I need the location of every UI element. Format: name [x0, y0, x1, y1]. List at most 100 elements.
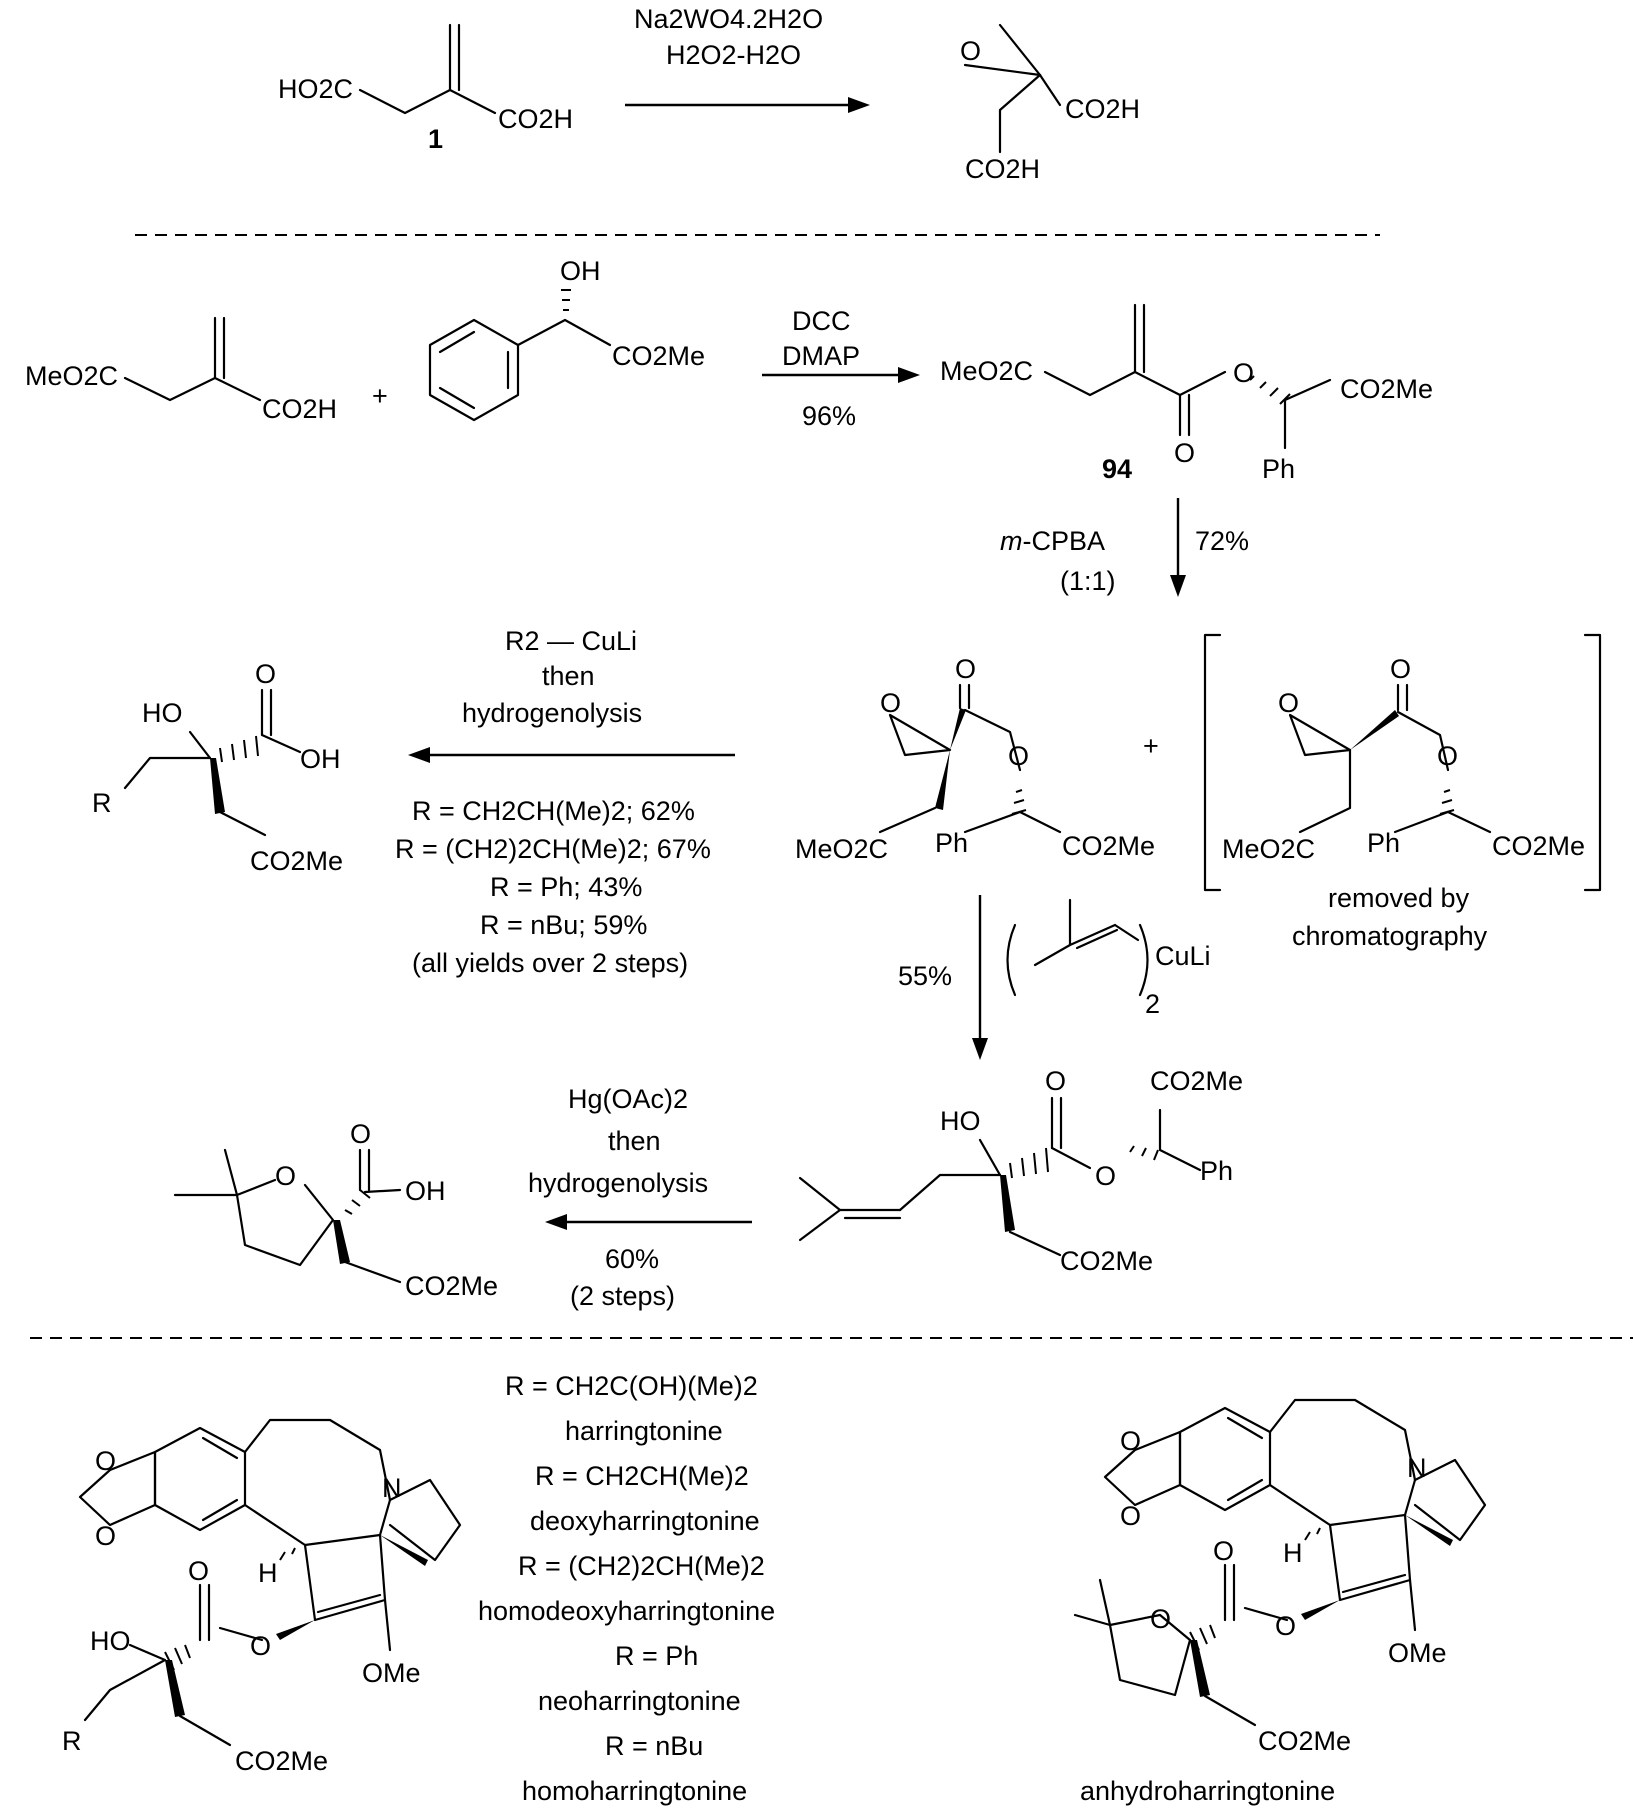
reaction-1-reagent-1: Na2WO4.2H2O	[634, 4, 823, 34]
cyclization-yield: 60%	[605, 1244, 659, 1274]
harringtonine-ester: CO2Me	[235, 1746, 328, 1776]
hydroxy-acid-ester: CO2Me	[250, 846, 343, 876]
epoxidation-reagent-suffix: -CPBA	[1023, 526, 1106, 556]
legend-line-6: homodeoxyharringtonine	[478, 1596, 775, 1626]
major-epoxide-structure: O O O MeO2C Ph CO2Me	[795, 654, 1155, 864]
product-acid-2: CO2H	[965, 154, 1040, 184]
cuprate-opening-arrow	[408, 747, 735, 763]
minor-ester-right: CO2Me	[1492, 831, 1585, 861]
major-ester-right: CO2Me	[1062, 831, 1155, 861]
diester-left-label: MeO2C	[940, 356, 1033, 386]
anhydro-ome: OMe	[1388, 1638, 1447, 1668]
itaconic-acid-structure: HO2C CO2H 1	[278, 23, 573, 154]
major-carbonyl-o: O	[955, 654, 976, 684]
prenyl-adduct-ester-bottom: CO2Me	[1060, 1246, 1153, 1276]
product-acid-1: CO2H	[1065, 94, 1140, 124]
legend-line-4: deoxyharringtonine	[530, 1506, 760, 1536]
epoxide-acid-structure: O CO2H CO2H	[960, 23, 1140, 184]
prenyl-adduct-o: O	[1045, 1066, 1066, 1096]
diester-94-structure: MeO2C O O CO2Me Ph 94	[940, 303, 1433, 484]
cyclization-steps: (2 steps)	[570, 1281, 675, 1311]
major-ph: Ph	[935, 828, 968, 858]
monoester-acid-structure: MeO2C CO2H	[25, 316, 337, 424]
cuprate-condition-4: R = nBu; 59%	[480, 910, 647, 940]
cuprate-condition-5: (all yields over 2 steps)	[412, 948, 688, 978]
harringtonine-ester-o: O	[250, 1631, 271, 1661]
cuprate-condition-1: R = CH2CH(Me)2; 62%	[412, 796, 695, 826]
prenyl-adduct-ph: Ph	[1200, 1156, 1233, 1186]
harringtonine-o-top: O	[95, 1446, 116, 1476]
thf-acid-structure: O O OH CO2Me	[173, 1119, 498, 1301]
epoxidation-step: m-CPBA (1:1) 72% O O O MeO2C Ph CO2Me +	[795, 498, 1602, 951]
sm-right-label: CO2H	[498, 104, 573, 134]
legend-line-7: R = Ph	[615, 1641, 698, 1671]
diester-right-label: CO2Me	[1340, 374, 1433, 404]
reaction-2-plus: +	[372, 381, 388, 411]
minor-ester-left: MeO2C	[1222, 834, 1315, 864]
epoxidation-yield: 72%	[1195, 526, 1249, 556]
reaction-2: MeO2C CO2H + OH CO2Me DCC DMAP 96% MeO2C…	[25, 256, 1433, 484]
compound-1-label: 1	[428, 124, 443, 154]
monoester-acid-label: CO2H	[262, 394, 337, 424]
reaction-1-arrow	[625, 97, 870, 113]
minor-ester-o: O	[1437, 741, 1458, 771]
major-ester-o: O	[1008, 741, 1029, 771]
hydroxy-acid-ho: HO	[142, 698, 183, 728]
cuprate-reagent-3: hydrogenolysis	[462, 698, 642, 728]
harringtonine-carbonyl-o: O	[188, 1556, 209, 1586]
methyl-mandelate-structure: OH CO2Me	[428, 256, 705, 422]
cyclization-step: Hg(OAc)2 then hydrogenolysis 60% (2 step…	[173, 1084, 752, 1311]
harringtonine-ome: OMe	[362, 1658, 421, 1688]
epoxidation-ratio: (1:1)	[1060, 566, 1116, 596]
thf-ring-o: O	[275, 1161, 296, 1191]
legend-line-2: harringtonine	[565, 1416, 723, 1446]
legend-line-5: R = (CH2)2CH(Me)2	[518, 1551, 765, 1581]
harringtonine-structure: O O N H O HO O OMe R CO2Me	[62, 1418, 462, 1776]
legend-line-1: R = CH2C(OH)(Me)2	[505, 1371, 758, 1401]
mandelate-oh-label: OH	[560, 256, 601, 286]
hydroxy-acid-oh: OH	[300, 744, 341, 774]
diester-carbonyl-o-label: O	[1174, 438, 1195, 468]
thf-ester: CO2Me	[405, 1271, 498, 1301]
anhydroharringtonine-name: anhydroharringtonine	[1080, 1776, 1335, 1806]
anhydro-h: H	[1283, 1538, 1303, 1568]
cyclization-arrow	[545, 1214, 752, 1230]
cyclization-reagent-1: Hg(OAc)2	[568, 1084, 688, 1114]
anhydro-o-top: O	[1120, 1426, 1141, 1456]
cuprate-reagent-1: R2 — CuLi	[505, 626, 637, 656]
hydroxy-acid-structure: HO O OH R CO2Me	[92, 659, 343, 876]
minor-carbonyl-o: O	[1390, 654, 1411, 684]
harringtonine-n: N	[382, 1473, 402, 1503]
epoxidation-arrow	[1170, 498, 1186, 597]
harringtonine-r: R	[62, 1726, 82, 1756]
cuprate-condition-3: R = Ph; 43%	[490, 872, 642, 902]
removed-note-2: chromatography	[1292, 921, 1488, 951]
reaction-2-yield: 96%	[802, 401, 856, 431]
mandelate-ester-label: CO2Me	[612, 341, 705, 371]
reaction-2-reagent-2: DMAP	[782, 341, 860, 371]
epoxidation-plus: +	[1143, 731, 1159, 761]
diester-o-ester-label: O	[1233, 358, 1254, 388]
harringtonine-o-bottom: O	[95, 1521, 116, 1551]
anhydroharringtonine-structure: O O N H O O O OMe CO2Me anhydroharringto…	[1073, 1398, 1487, 1806]
legend-line-8: neoharringtonine	[538, 1686, 741, 1716]
cyclization-reagent-3: hydrogenolysis	[528, 1168, 708, 1198]
anhydro-n: N	[1407, 1453, 1427, 1483]
natural-products-legend: R = CH2C(OH)(Me)2 harringtonine R = CH2C…	[478, 1371, 775, 1806]
cyclization-reagent-2: then	[608, 1126, 661, 1156]
hydroxy-acid-o: O	[255, 659, 276, 689]
removed-note-1: removed by	[1328, 883, 1470, 913]
prenyl-cuprate-reagent: CuLi 2	[1006, 898, 1211, 1019]
prenyl-adduct-structure: HO O CO2Me O Ph CO2Me	[798, 1066, 1243, 1276]
prenyl-cuprate-subscript: 2	[1145, 989, 1160, 1019]
harringtonine-h: H	[258, 1558, 278, 1588]
prenyl-addition-step: 55% CuLi 2 HO O CO2Me O Ph CO2Me	[798, 895, 1243, 1276]
anhydro-ester-o: O	[1275, 1611, 1296, 1641]
product-o-label: O	[960, 36, 981, 66]
hydroxy-acid-r: R	[92, 788, 112, 818]
compound-94-label: 94	[1102, 454, 1132, 484]
cuprate-condition-2: R = (CH2)2CH(Me)2; 67%	[395, 834, 711, 864]
cuprate-reagent-2: then	[542, 661, 595, 691]
harringtonine-ho: HO	[90, 1626, 131, 1656]
